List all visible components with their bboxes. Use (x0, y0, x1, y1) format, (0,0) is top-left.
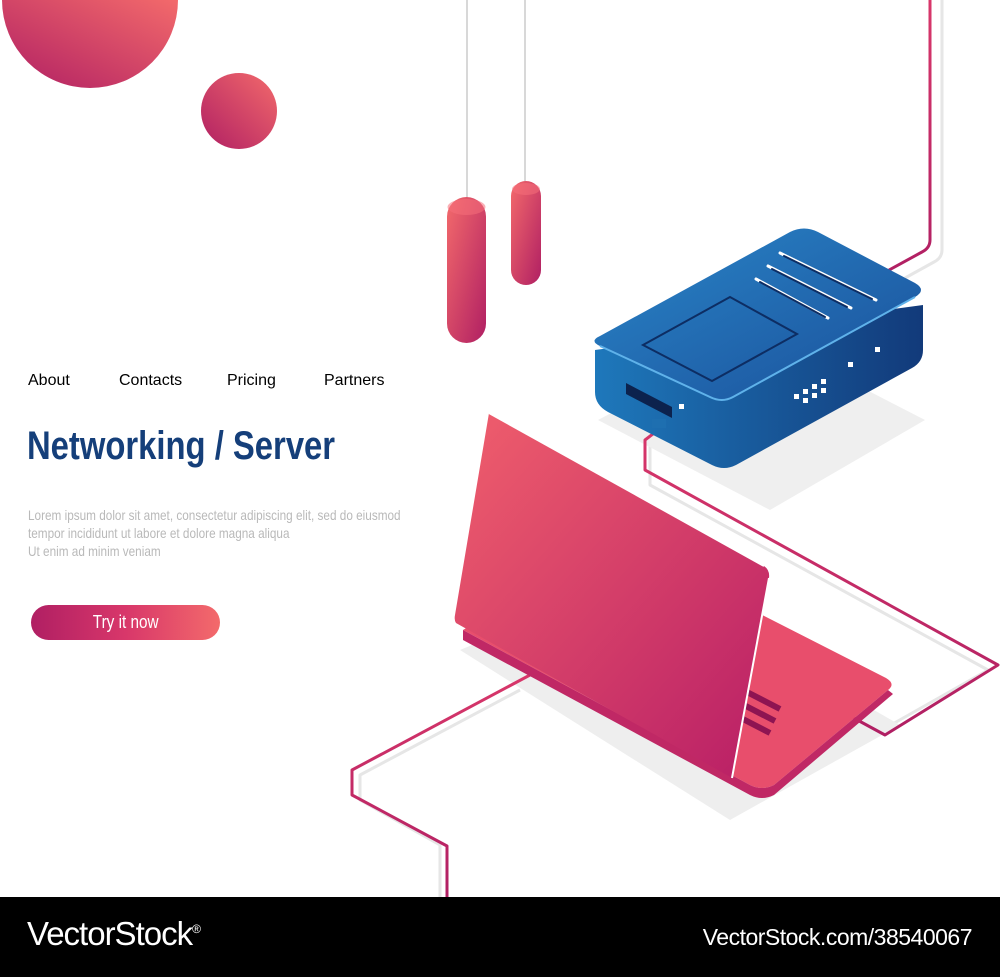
decorative-circle (2, 0, 178, 88)
network-illustration (2, 0, 1000, 897)
try-it-now-label: Try it now (92, 612, 159, 632)
hanging-pendant (511, 0, 541, 285)
decorative-circle (201, 73, 277, 149)
nav-partners-link[interactable]: Partners (324, 372, 385, 389)
network-cable (350, 0, 1000, 897)
landing-page: About Contacts Pricing Partners Networki… (0, 0, 1000, 897)
watermark-footer: VectorStock® VectorStock.com/38540067 (0, 897, 1000, 977)
page-title: Networking / Server (27, 424, 336, 468)
vectorstock-logo: VectorStock® (27, 915, 201, 953)
laptop-icon (454, 412, 893, 798)
description-line: Ut enim ad minim veniam (28, 543, 161, 559)
description-line: tempor incididunt ut labore et dolore ma… (28, 525, 290, 541)
nav-about-link[interactable]: About (28, 372, 70, 389)
nav-contacts-link[interactable]: Contacts (119, 372, 183, 389)
router-icon (594, 228, 923, 468)
hanging-pendant (447, 0, 486, 343)
nav-pricing-link[interactable]: Pricing (227, 372, 276, 389)
brand-name: VectorStock (27, 915, 193, 952)
registered-mark: ® (192, 922, 201, 936)
try-it-now-button[interactable]: Try it now (31, 605, 220, 640)
image-id: VectorStock.com/38540067 (702, 924, 973, 950)
description-line: Lorem ipsum dolor sit amet, consectetur … (28, 507, 401, 523)
hero-description: Lorem ipsum dolor sit amet, consectetur … (28, 506, 423, 560)
